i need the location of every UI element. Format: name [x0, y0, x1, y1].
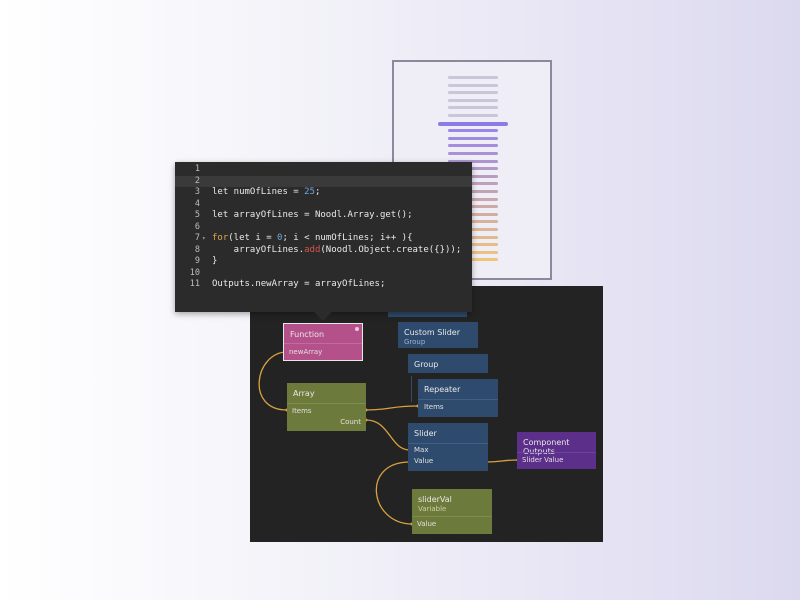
line-number: 10	[189, 267, 200, 278]
preview-line	[448, 220, 498, 224]
node-repeater[interactable]: Repeater Items	[418, 379, 498, 417]
line-number: 2	[194, 175, 200, 186]
wire-function-array	[258, 351, 288, 411]
node-function[interactable]: Function newArray	[283, 323, 363, 361]
line-number: 1	[194, 164, 200, 174]
preview-line	[448, 205, 498, 209]
node-title: sliderVal	[418, 495, 452, 504]
current-line-highlight	[175, 176, 472, 187]
preview-line	[448, 190, 498, 193]
line-number: 4	[194, 198, 200, 209]
node-title: Slider	[414, 429, 437, 438]
preview-line	[448, 182, 498, 186]
node-canvas[interactable]: Custom Slider Group Group Repeater Items…	[250, 286, 603, 542]
node-divider	[412, 516, 492, 517]
preview-line	[448, 129, 498, 133]
line-number: 8	[194, 244, 200, 255]
code-line[interactable]: arrayOfLines.add(Noodl.Object.create({})…	[212, 244, 462, 255]
preview-line	[448, 250, 498, 254]
port-value[interactable]: Value	[417, 520, 437, 528]
wire-array-repeater	[365, 405, 419, 411]
node-divider	[517, 452, 596, 453]
line-gutter	[175, 162, 207, 312]
preview-line	[448, 159, 498, 163]
port-items[interactable]: Items	[424, 403, 444, 411]
node-divider	[284, 343, 362, 344]
node-divider	[287, 403, 366, 404]
preview-line	[448, 197, 498, 201]
line-number: 7	[194, 233, 200, 243]
port-max[interactable]: Max	[414, 446, 429, 454]
code-line[interactable]: let arrayOfLines = Noodl.Array.get();	[212, 210, 413, 220]
wire-value-outputs	[485, 459, 519, 463]
preview-line	[448, 144, 498, 148]
node-slider[interactable]: Slider Max Value	[408, 423, 488, 471]
preview-line	[438, 121, 508, 126]
port-slider-value[interactable]: Slider Value	[522, 456, 564, 464]
code-line[interactable]: let numOfLines = 25;	[212, 187, 321, 197]
popup-pointer	[314, 312, 332, 321]
preview-line	[448, 174, 498, 178]
preview-line	[448, 114, 498, 117]
preview-line	[448, 83, 498, 87]
node-title: Group	[414, 360, 439, 369]
preview-line	[448, 212, 498, 216]
node-divider	[418, 399, 498, 400]
code-line[interactable]: Outputs.newArray = arrayOfLines;	[212, 279, 386, 289]
port-value[interactable]: Value	[414, 457, 434, 465]
visibility-dot-icon	[355, 327, 359, 331]
node-title: Repeater	[424, 385, 461, 394]
port-new-array[interactable]: newArray	[289, 348, 323, 356]
node-slider-val[interactable]: sliderVal Variable Value	[412, 489, 492, 534]
wire-count-max	[365, 419, 411, 451]
hierarchy-line	[411, 376, 412, 402]
node-title: Custom Slider	[404, 328, 461, 337]
preview-line	[448, 136, 498, 140]
node-component-outputs[interactable]: Component Outputs Slider Value	[517, 432, 596, 469]
line-number: 5	[194, 210, 200, 220]
preview-line	[448, 91, 498, 95]
code-line[interactable]: }	[212, 256, 218, 266]
preview-line	[448, 98, 498, 102]
code-line[interactable]: for(let i = 0; i < numOfLines; i++ ){	[212, 233, 413, 243]
node-divider	[408, 443, 488, 444]
node-title: Function	[290, 330, 325, 339]
line-number: 3	[194, 187, 200, 197]
node-subtitle: Group	[404, 338, 426, 346]
line-number: 9	[194, 256, 200, 266]
port-count[interactable]: Count	[340, 418, 361, 426]
preview-line	[448, 243, 498, 247]
preview-line	[448, 152, 498, 155]
wire-value-sliderval	[375, 461, 413, 525]
line-number: 11	[189, 279, 200, 289]
preview-line	[448, 258, 498, 262]
node-group[interactable]: Group	[408, 354, 488, 373]
node-partial-top[interactable]	[388, 308, 467, 317]
preview-line	[448, 228, 498, 231]
node-array[interactable]: Array Items Count	[287, 383, 366, 431]
node-subtitle: Variable	[418, 505, 447, 513]
node-title: Component Outputs	[523, 438, 570, 456]
preview-line	[448, 76, 498, 79]
preview-line	[448, 106, 498, 110]
port-items[interactable]: Items	[292, 407, 312, 415]
preview-line	[448, 235, 498, 239]
fold-arrow-icon[interactable]: ▾	[202, 235, 206, 242]
node-custom-slider[interactable]: Custom Slider Group	[398, 322, 478, 348]
node-title: Array	[293, 389, 315, 398]
line-number: 6	[194, 221, 200, 232]
preview-line	[448, 167, 498, 171]
